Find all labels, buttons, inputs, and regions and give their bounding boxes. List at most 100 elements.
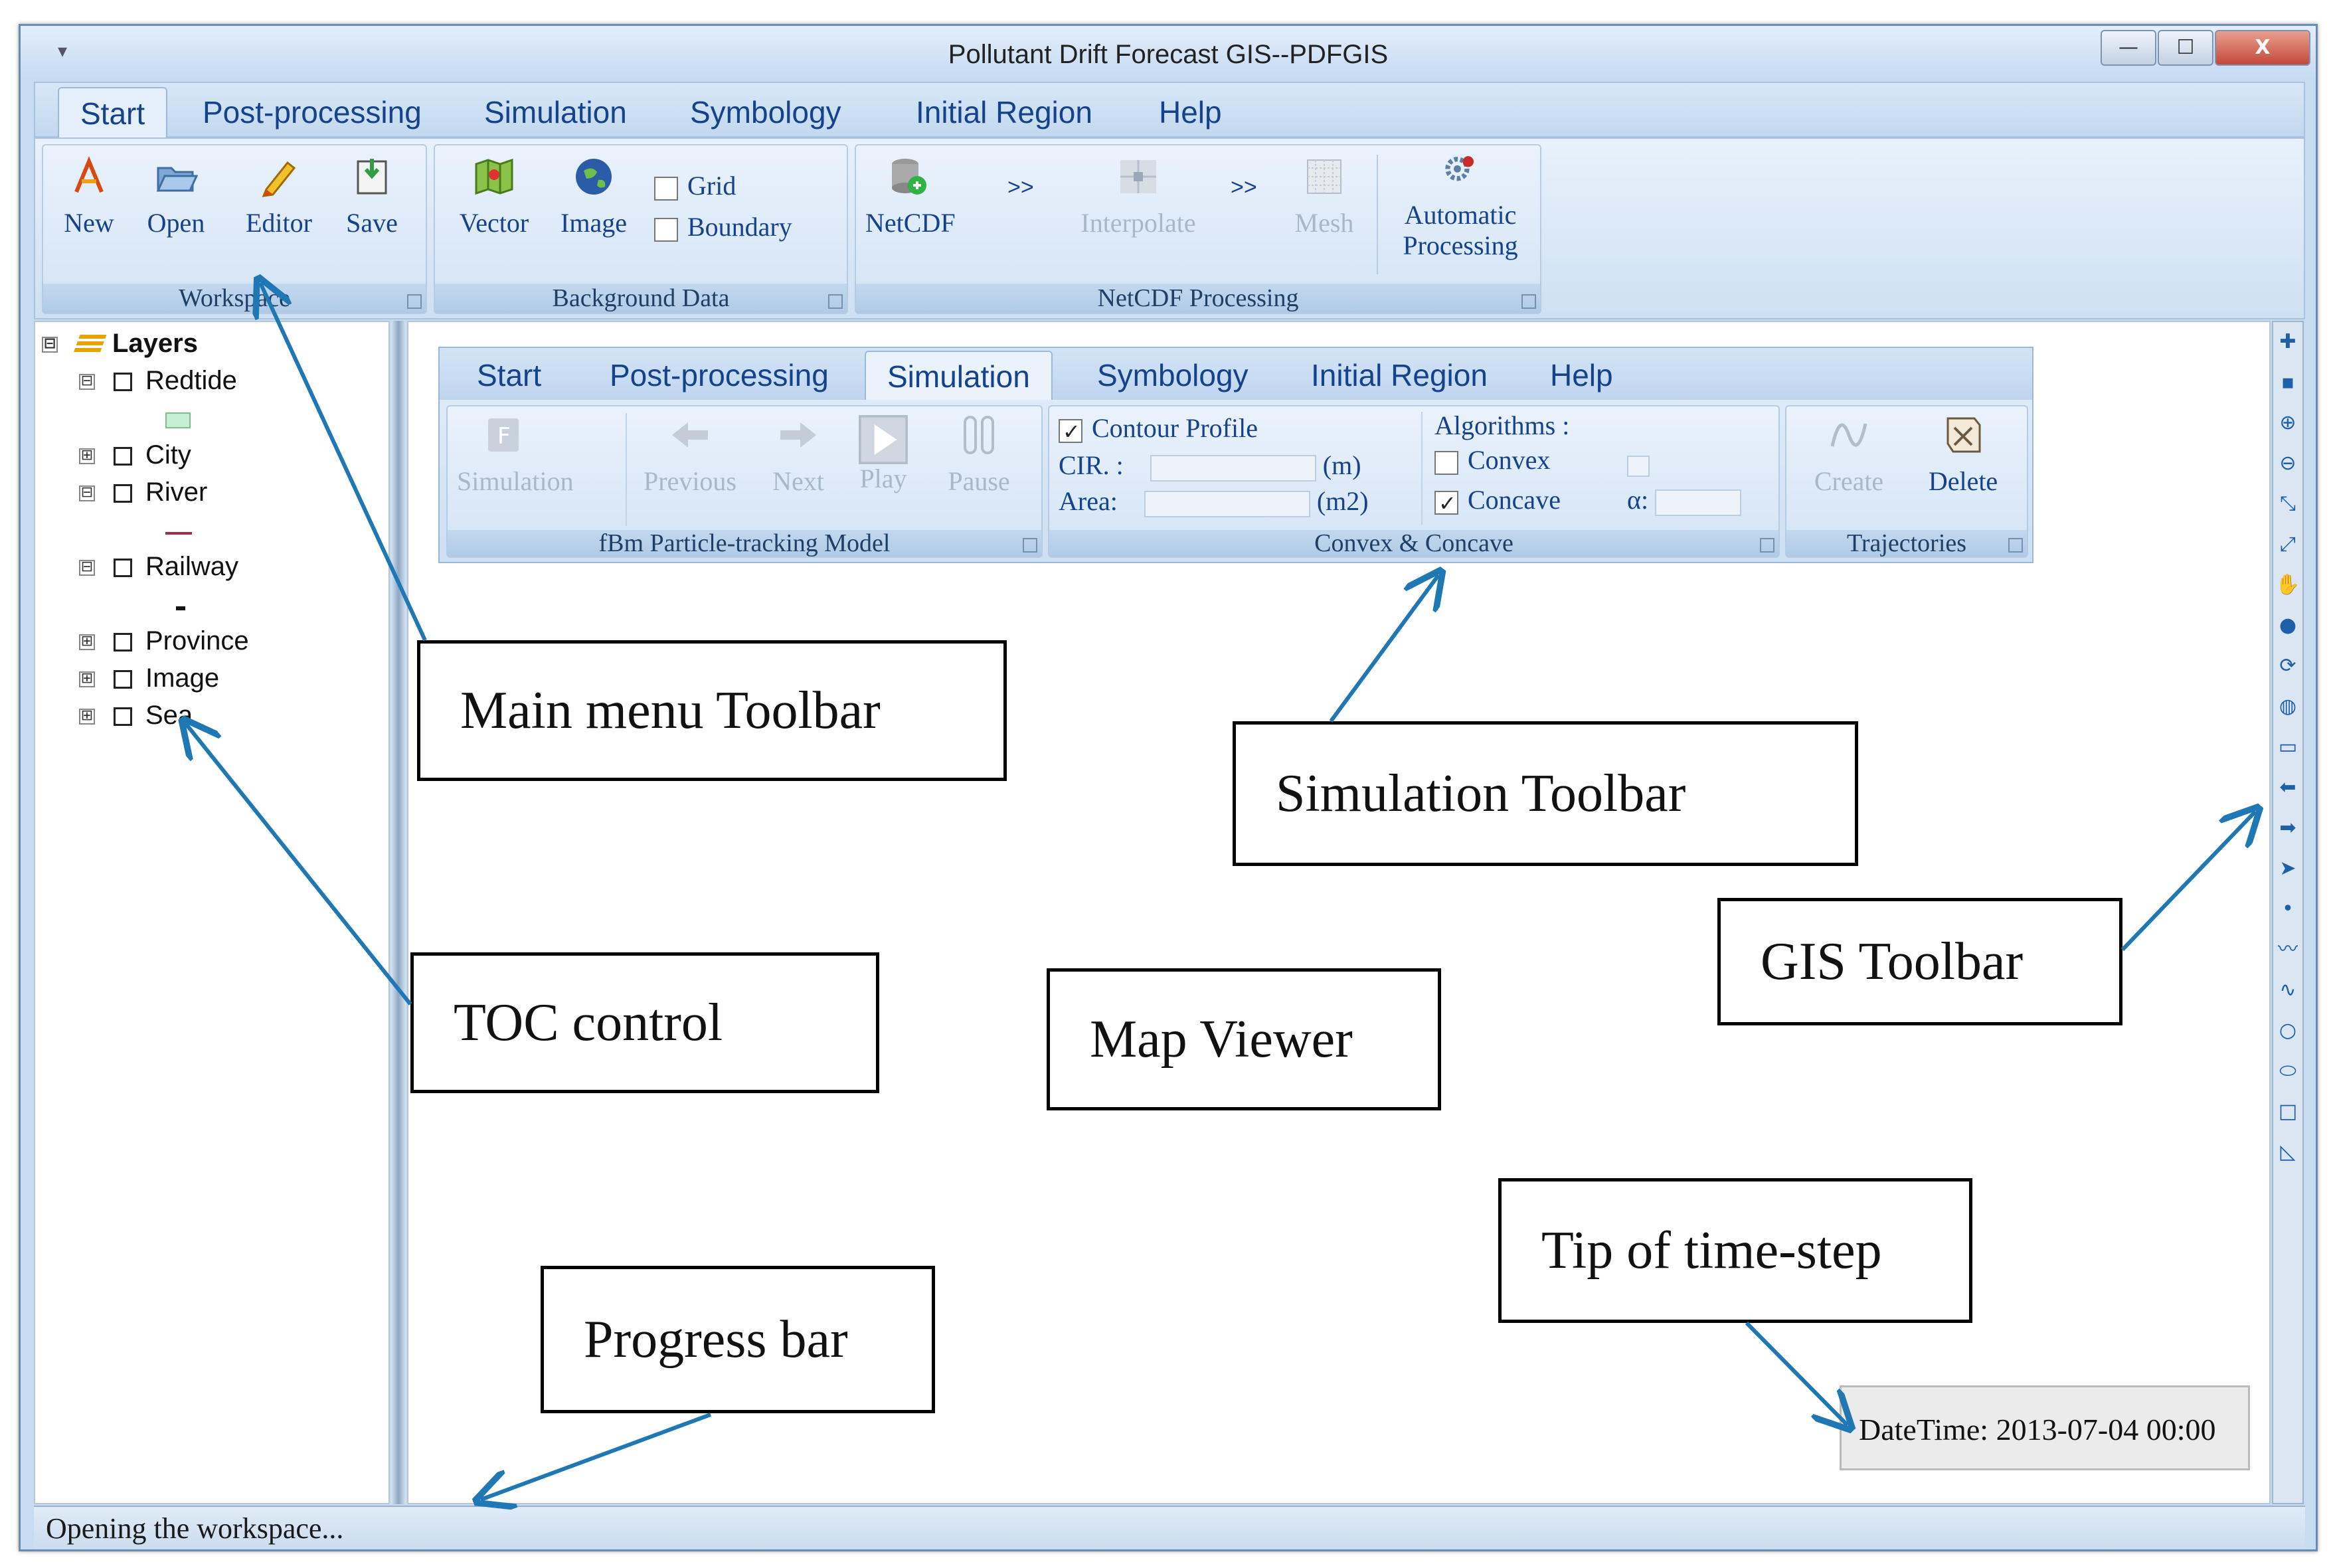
- identify-icon[interactable]: ●: [2279, 614, 2297, 637]
- layer-item-city[interactable]: ⊞City: [79, 438, 191, 472]
- image-checkbox[interactable]: [114, 670, 132, 689]
- back-icon[interactable]: ⬅: [2279, 776, 2296, 799]
- polyline-icon[interactable]: 〰: [2278, 938, 2298, 961]
- railway-toggle[interactable]: ⊟: [79, 560, 95, 576]
- redtide-checkbox[interactable]: [114, 373, 132, 392]
- tab-symbology[interactable]: Symbology: [690, 95, 841, 130]
- alpha-label: α:: [1627, 485, 1649, 515]
- sea-toggle[interactable]: ⊞: [79, 709, 95, 725]
- create-button[interactable]: Create: [1796, 413, 1902, 497]
- save-icon[interactable]: ▪: [2281, 371, 2295, 394]
- minimize-button[interactable]: —: [2101, 30, 2156, 66]
- image-toggle[interactable]: ⊞: [79, 671, 95, 688]
- arrow-sep-2: >>: [1231, 175, 1257, 200]
- sim-tab-start[interactable]: Start: [477, 358, 542, 392]
- root-collapse-toggle[interactable]: ⊟: [42, 337, 58, 353]
- maximize-button[interactable]: ☐: [2158, 30, 2213, 66]
- layer-item-image[interactable]: ⊞Image: [79, 661, 219, 695]
- background-data-launcher[interactable]: [828, 294, 843, 309]
- contour-profile-checkbox[interactable]: Contour Profile: [1059, 413, 1258, 447]
- river-checkbox[interactable]: [114, 484, 132, 503]
- layer-item-railway[interactable]: ⊟Railway: [79, 549, 238, 584]
- save-button[interactable]: Save: [335, 155, 408, 238]
- zoom-full-out-icon[interactable]: ⤢: [2280, 533, 2296, 556]
- previous-button[interactable]: Previous: [634, 413, 746, 497]
- ellipse-icon[interactable]: ⬭: [2279, 1059, 2296, 1083]
- pan-icon[interactable]: ✋: [2275, 573, 2300, 596]
- close-button[interactable]: X: [2215, 30, 2310, 66]
- interpolate-label: Interpolate: [1080, 208, 1196, 238]
- cir-field[interactable]: [1150, 454, 1316, 481]
- model-launcher[interactable]: [1023, 538, 1037, 553]
- point-icon[interactable]: •: [2282, 897, 2294, 920]
- forward-icon[interactable]: ➡: [2279, 816, 2296, 839]
- city-checkbox[interactable]: [114, 447, 132, 466]
- globe-icon[interactable]: ◍: [2279, 695, 2297, 718]
- trajectories-launcher[interactable]: [2008, 538, 2023, 553]
- netcdf-launcher[interactable]: [1521, 294, 1536, 309]
- quick-access-menu[interactable]: ▾: [58, 41, 68, 61]
- next-button[interactable]: Next: [765, 413, 831, 497]
- polygon-icon[interactable]: ◺: [2280, 1140, 2296, 1164]
- circle-icon[interactable]: ○: [2279, 1019, 2297, 1042]
- redtide-toggle[interactable]: ⊟: [79, 374, 95, 391]
- railway-checkbox[interactable]: [114, 559, 132, 578]
- vector-button[interactable]: Vector: [451, 155, 537, 238]
- freehand-icon[interactable]: ∿: [2279, 978, 2296, 1002]
- zoom-full-in-icon[interactable]: ⤡: [2280, 492, 2296, 515]
- measure-icon[interactable]: ▭: [2278, 735, 2298, 758]
- image-button[interactable]: Image: [551, 155, 637, 238]
- sea-checkbox[interactable]: [114, 707, 132, 727]
- contour-check-box[interactable]: [1059, 416, 1082, 447]
- alpha-field[interactable]: [1655, 489, 1742, 516]
- zoom-in-icon[interactable]: ⊕: [2279, 411, 2296, 434]
- layer-item-redtide[interactable]: ⊟Redtide: [79, 363, 237, 398]
- add-data-icon[interactable]: ✚: [2279, 330, 2296, 353]
- province-checkbox[interactable]: [114, 633, 132, 652]
- river-toggle[interactable]: ⊟: [79, 485, 95, 502]
- delete-button[interactable]: Delete: [1910, 413, 2016, 497]
- tab-initial-region[interactable]: Initial Region: [916, 95, 1092, 130]
- layer-item-sea[interactable]: ⊞Sea: [79, 698, 193, 733]
- interpolate-button[interactable]: Interpolate: [1055, 155, 1221, 238]
- new-button[interactable]: New: [52, 155, 126, 238]
- alpha-spinner[interactable]: [1627, 456, 1650, 477]
- layer-item-river[interactable]: ⊟River: [79, 475, 207, 509]
- concave-checkbox[interactable]: Concave: [1434, 485, 1561, 519]
- open-button[interactable]: Open: [136, 155, 216, 238]
- zoom-out-icon[interactable]: ⊖: [2279, 452, 2296, 475]
- tab-help[interactable]: Help: [1159, 95, 1222, 130]
- pause-button[interactable]: Pause: [932, 413, 1025, 497]
- sim-tab-help[interactable]: Help: [1550, 358, 1613, 392]
- toc-root[interactable]: ⊟Layers: [42, 326, 198, 361]
- concave-check-box[interactable]: [1434, 488, 1458, 519]
- netcdf-button[interactable]: NetCDF: [865, 155, 956, 238]
- boundary-check-box[interactable]: [654, 217, 678, 242]
- play-button[interactable]: Play: [850, 413, 916, 494]
- tab-start[interactable]: Start: [58, 87, 168, 137]
- boundary-checkbox[interactable]: Boundary: [654, 212, 792, 242]
- area-field[interactable]: [1144, 490, 1310, 517]
- grid-checkbox[interactable]: Grid: [654, 171, 736, 201]
- sim-tab-symbology[interactable]: Symbology: [1097, 358, 1249, 392]
- select-icon[interactable]: ➤: [2279, 857, 2296, 880]
- convex-check-box[interactable]: [1434, 450, 1458, 475]
- rectangle-icon[interactable]: □: [2278, 1100, 2298, 1123]
- refresh-icon[interactable]: ⟳: [2279, 654, 2296, 677]
- sim-tab-initial-region[interactable]: Initial Region: [1311, 358, 1488, 392]
- editor-button[interactable]: Editor: [236, 155, 322, 238]
- automatic-processing-button[interactable]: Automatic Processing: [1387, 151, 1533, 261]
- tab-post-processing[interactable]: Post-processing: [203, 95, 422, 130]
- sim-tab-simulation[interactable]: Simulation: [865, 351, 1053, 400]
- workspace-launcher[interactable]: [407, 294, 422, 309]
- sim-tab-post-processing[interactable]: Post-processing: [610, 358, 829, 392]
- toc-splitter[interactable]: [391, 321, 406, 1504]
- city-toggle[interactable]: ⊞: [79, 448, 95, 465]
- convex-checkbox[interactable]: Convex: [1434, 445, 1550, 476]
- convex-launcher[interactable]: [1760, 538, 1774, 553]
- layer-item-province[interactable]: ⊞Province: [79, 624, 249, 658]
- tab-simulation[interactable]: Simulation: [484, 95, 627, 130]
- grid-check-box[interactable]: [654, 176, 678, 201]
- province-toggle[interactable]: ⊞: [79, 634, 95, 651]
- mesh-button[interactable]: Mesh: [1281, 155, 1367, 238]
